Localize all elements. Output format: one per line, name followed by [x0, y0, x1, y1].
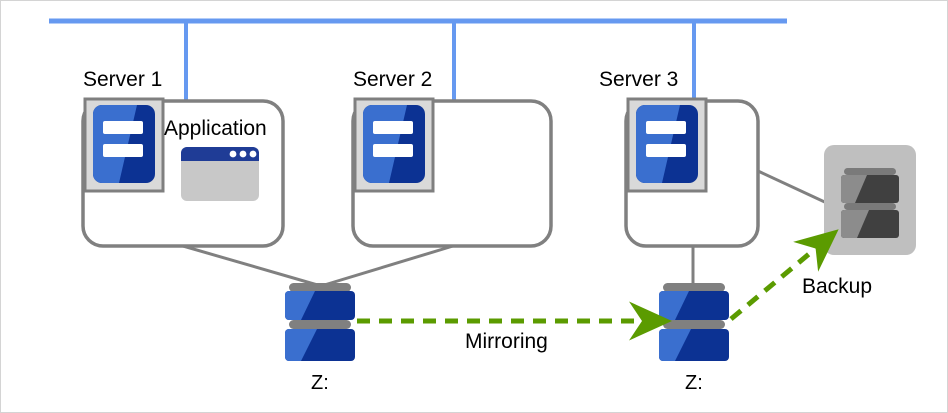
application-label: Application — [164, 117, 267, 140]
server-icon-3 — [626, 97, 708, 193]
connector-server3-backup — [757, 169, 830, 206]
backup-icon — [824, 145, 916, 255]
mirroring-label: Mirroring — [465, 330, 548, 353]
server-label-3: Server 3 — [599, 68, 679, 91]
server-label-2: Server 2 — [353, 68, 433, 91]
disk-icon-z1 — [285, 283, 355, 361]
backup-label: Backup — [802, 275, 873, 298]
disk-label-z2: Z: — [685, 372, 703, 394]
disk-icon-z2 — [659, 283, 729, 361]
backup-arrow — [729, 229, 839, 321]
network-bus — [49, 18, 787, 101]
server-icon-1 — [83, 97, 165, 193]
application-window-icon — [181, 147, 259, 201]
connector-lines — [182, 169, 830, 288]
server-label-1: Server 1 — [83, 68, 163, 91]
disk-label-z1: Z: — [311, 372, 329, 394]
connector-server1-disk1 — [182, 244, 322, 288]
server-icon-2 — [353, 97, 435, 193]
connector-server2-disk1 — [320, 244, 454, 288]
